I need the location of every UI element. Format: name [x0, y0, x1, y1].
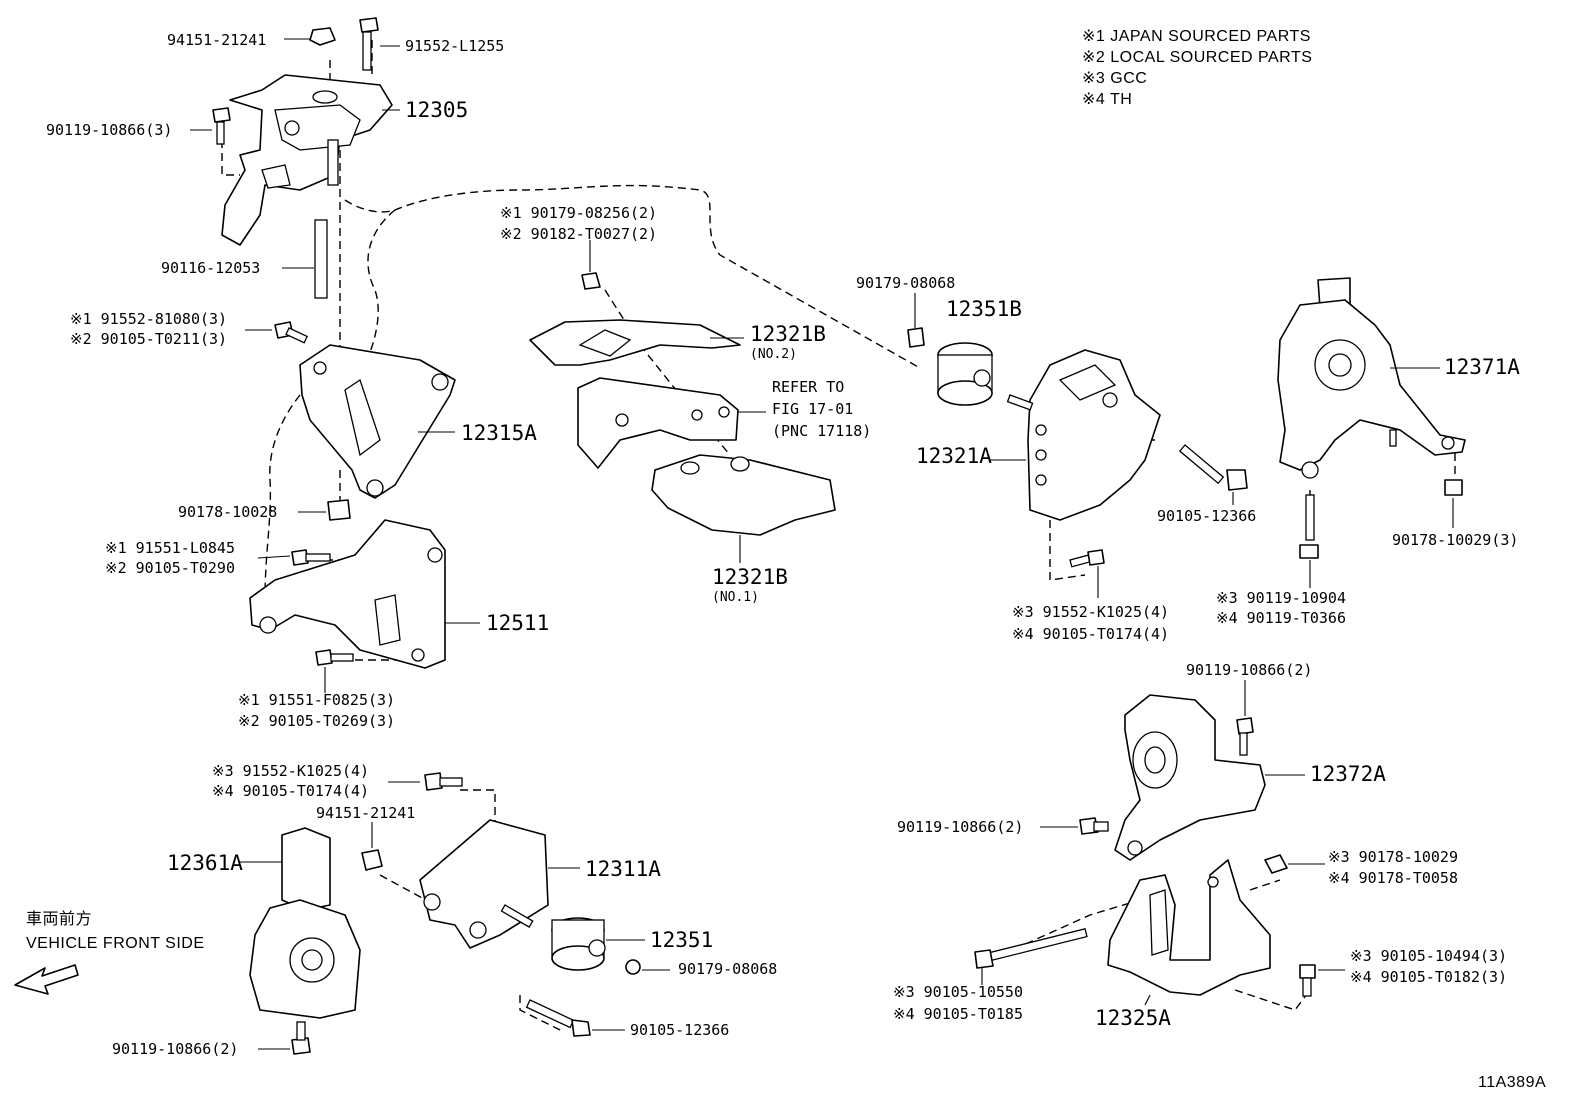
label-91551-L0845: ※1 91551-L0845 [105, 539, 235, 557]
label-90182-T0027: ※2 90182-T0027(2) [500, 225, 657, 243]
hardware-top [212, 17, 379, 344]
mount-12372A-drawing [1079, 694, 1266, 861]
label-91552-81080: ※1 91552-81080(3) [70, 310, 227, 328]
leader-lines [190, 38, 1454, 1050]
label-91552-K1025-left: ※3 91552-K1025(4) [212, 762, 369, 780]
label-90178-T0058: ※4 90178-T0058 [1328, 869, 1458, 887]
note-2: ※2 LOCAL SOURCED PARTS [1082, 49, 1312, 66]
label-94151-21241-top: 94151-21241 [167, 31, 266, 49]
label-90119-T0366: ※4 90119-T0366 [1216, 609, 1346, 627]
bracket-12511-drawing [249, 519, 446, 669]
bracket-12321A-drawing [1006, 349, 1248, 568]
bracket-12311A-drawing [361, 772, 549, 949]
label-90105-10494: ※3 90105-10494(3) [1350, 947, 1507, 965]
label-no1: (NO.1) [712, 590, 759, 605]
bushing-12351B-drawing [907, 327, 993, 406]
label-90116-12053: 90116-12053 [161, 259, 260, 277]
label-90105-10550: ※3 90105-10550 [893, 983, 1023, 1001]
shield-12321B-no2-drawing [529, 272, 741, 366]
vehicle-front-arrow-icon [14, 964, 79, 995]
figure-id: 11A389A [1478, 1074, 1546, 1091]
direction-label-en: VEHICLE FRONT SIDE [26, 935, 205, 952]
label-90179-08256: ※1 90179-08256(2) [500, 204, 657, 222]
note-1: ※1 JAPAN SOURCED PARTS [1082, 28, 1311, 45]
label-12511: 12511 [486, 611, 549, 635]
label-90105-T0174-right: ※4 90105-T0174(4) [1012, 625, 1169, 643]
note-3: ※3 GCC [1082, 70, 1147, 87]
label-90105-T0269: ※2 90105-T0269(3) [238, 712, 395, 730]
direction-label-jp: 車両前方 [26, 910, 92, 928]
label-90119-10866-2-bottom: 90119-10866(2) [112, 1040, 238, 1058]
bracket-12315A-drawing [299, 344, 456, 499]
label-94151-21241-mid: 94151-21241 [316, 804, 415, 822]
label-refer-to: REFER TO [772, 378, 844, 396]
label-91552-L1255: 91552-L1255 [405, 37, 504, 55]
label-12372A: 12372A [1310, 762, 1386, 786]
bracket-12325A-drawing [974, 854, 1316, 997]
label-12321B-no1: 12321B [712, 565, 788, 589]
label-90178-10029: ※3 90178-10029 [1328, 848, 1458, 866]
label-12371A: 12371A [1444, 355, 1520, 379]
shield-12321B-no1-drawing [651, 454, 836, 536]
nut-90178-10028 [327, 499, 351, 521]
label-no2: (NO.2) [750, 347, 797, 362]
label-12321B-no2: 12321B [750, 322, 826, 346]
label-pnc-17118: (PNC 17118) [772, 422, 871, 440]
label-90178-10029-3: 90178-10029(3) [1392, 531, 1518, 549]
label-12315A: 12315A [461, 421, 537, 445]
legend-notes: ※1 JAPAN SOURCED PARTS ※2 LOCAL SOURCED … [1082, 28, 1312, 108]
label-90179-08068-bottom: 90179-08068 [678, 960, 777, 978]
bracket-refer-fig-17-01-drawing [577, 377, 739, 469]
label-fig-17-01: FIG 17-01 [772, 400, 853, 418]
mount-12371A-drawing [1277, 277, 1466, 559]
label-90179-08068-top: 90179-08068 [856, 274, 955, 292]
part-labels: 94151-21241 91552-L1255 12305 90119-1086… [26, 31, 1546, 1091]
label-12311A: 12311A [585, 857, 661, 881]
label-90105-12366-top: 90105-12366 [1157, 507, 1256, 525]
label-90119-10904: ※3 90119-10904 [1216, 589, 1346, 607]
label-12351: 12351 [650, 928, 713, 952]
label-12361A: 12361A [167, 851, 243, 875]
label-90105-12366-bottom: 90105-12366 [630, 1021, 729, 1039]
label-90105-T0185: ※4 90105-T0185 [893, 1005, 1023, 1023]
label-90105-T0182: ※4 90105-T0182(3) [1350, 968, 1507, 986]
mount-12305-drawing [221, 74, 393, 246]
bushing-12351-drawing [525, 917, 641, 1037]
label-90119-10866-2-right: 90119-10866(2) [1186, 661, 1312, 679]
label-91552-K1025-right: ※3 91552-K1025(4) [1012, 603, 1169, 621]
label-90105-T0211: ※2 90105-T0211(3) [70, 330, 227, 348]
label-90105-T0290: ※2 90105-T0290 [105, 559, 235, 577]
mount-12361A-drawing [249, 827, 361, 1055]
label-90105-T0174-left: ※4 90105-T0174(4) [212, 782, 369, 800]
label-90119-10866-3: 90119-10866(3) [46, 121, 172, 139]
note-4: ※4 TH [1082, 91, 1132, 108]
label-90178-10028: 90178-10028 [178, 503, 277, 521]
label-12325A: 12325A [1095, 1006, 1171, 1030]
label-12305: 12305 [405, 98, 468, 122]
label-91551-F0825: ※1 91551-F0825(3) [238, 691, 395, 709]
label-12351B: 12351B [946, 297, 1022, 321]
label-90119-10866-2-mid: 90119-10866(2) [897, 818, 1023, 836]
label-12321A: 12321A [916, 444, 992, 468]
